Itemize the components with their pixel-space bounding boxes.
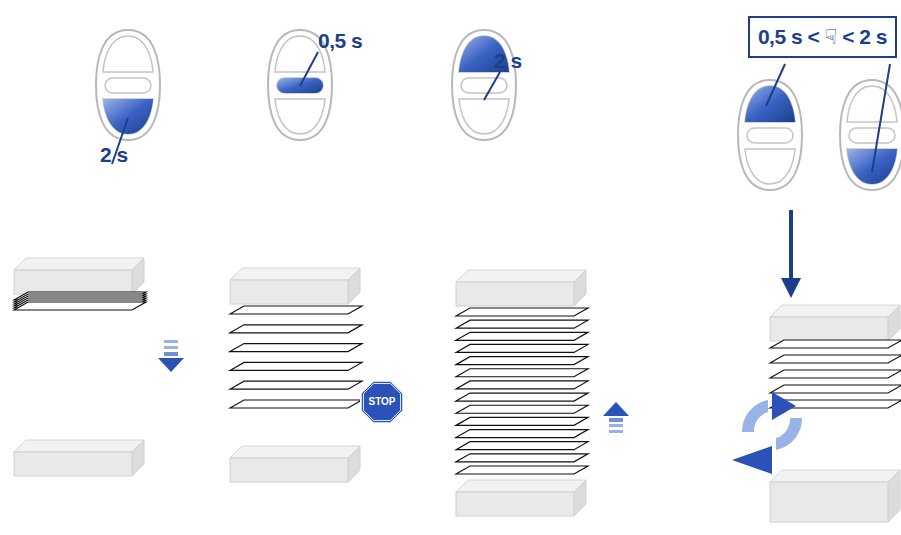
node-text: 0,5 s < ☟ < 2 s xyxy=(758,25,887,48)
remote-control xyxy=(452,30,516,140)
node-text: STOP xyxy=(368,397,395,407)
remote-control xyxy=(96,30,160,140)
duration-label: 0,5 s xyxy=(318,30,362,51)
blind xyxy=(14,258,901,522)
down-arrow xyxy=(158,340,184,372)
tilt-arrows xyxy=(732,392,802,474)
press-arrow xyxy=(781,278,801,298)
duration-label: 2 s xyxy=(494,50,522,71)
press-arrow xyxy=(789,210,793,280)
duration-label: 2 s xyxy=(100,144,128,165)
remote-control xyxy=(840,80,901,190)
stop-sign: STOP xyxy=(360,380,404,424)
timing-box: 0,5 s < ☟ < 2 s xyxy=(748,16,897,58)
up-arrow xyxy=(603,402,629,433)
